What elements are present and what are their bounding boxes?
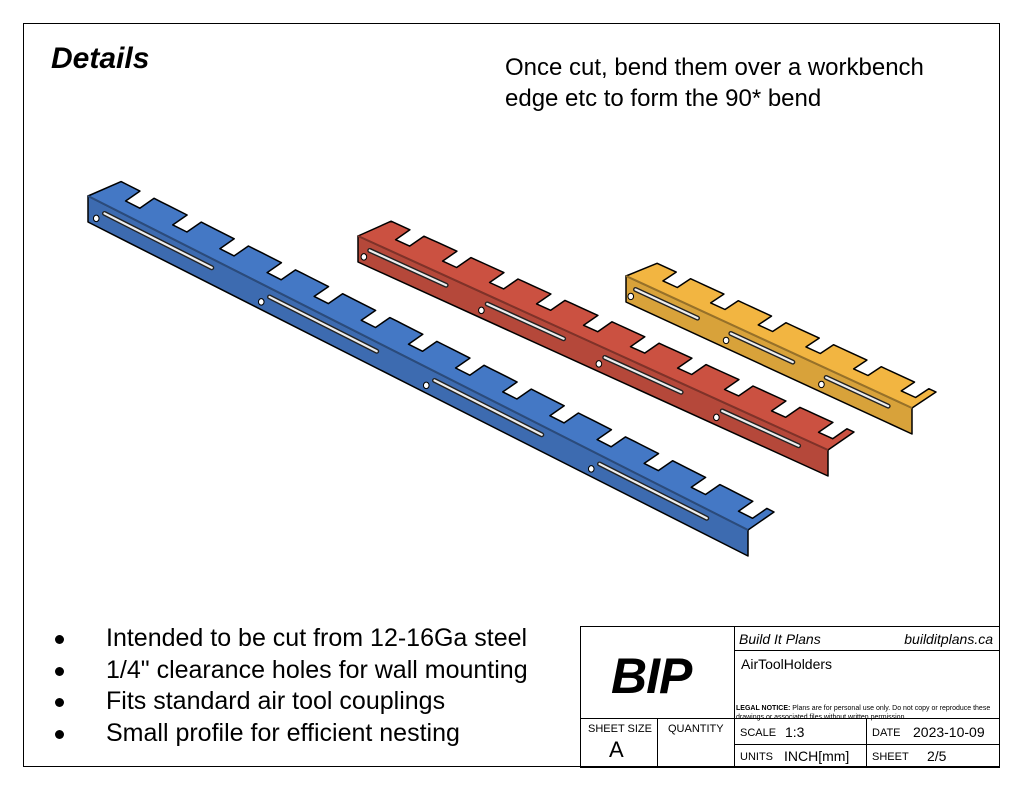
company-name: Build It Plans [739, 631, 821, 647]
red-bracket-slot-highlight [486, 302, 565, 340]
blue-bracket-mounting-hole [257, 298, 265, 306]
red-bracket-slotted-flange [357, 220, 855, 451]
units-label: UNITS [740, 751, 773, 763]
sheet-label: SHEET [872, 751, 909, 763]
bullet-item: Intended to be cut from 12-16Ga steel [55, 622, 527, 654]
blue-bracket-mounting-hole [587, 465, 595, 473]
bullet-dot-icon [55, 697, 64, 707]
yellow-bracket-bend-line [625, 275, 913, 409]
sheet-size-label: SHEET SIZE [588, 723, 652, 735]
blue-bracket-slot-highlight [433, 379, 543, 436]
red-bracket-mounting-hole [360, 253, 368, 261]
bip-logo: BIP [611, 648, 692, 704]
red-bracket-mounting-hole [595, 360, 603, 368]
website: builditplans.ca [904, 631, 993, 647]
yellow-bracket-mounting-hole [627, 292, 635, 301]
blue-bracket-slotted-flange [87, 180, 775, 531]
bullet-item: Small profile for efficient nesting [55, 717, 460, 749]
date-value: 2023-10-09 [913, 724, 985, 740]
yellow-bracket-mounting-hole [818, 380, 825, 389]
bullet-dot-icon [55, 666, 64, 676]
quantity-label: QUANTITY [668, 723, 724, 735]
scale-label: SCALE [740, 727, 777, 739]
red-bracket-bend-line [357, 235, 829, 451]
yellow-bracket [625, 262, 937, 435]
units-value: INCH[mm] [784, 748, 850, 764]
blue-bracket-slot-highlight [103, 212, 213, 269]
red-bracket [357, 220, 855, 477]
yellow-bracket-slot-highlight [634, 288, 699, 320]
blue-bracket-bend-line [87, 195, 749, 531]
yellow-bracket-slot-highlight [825, 376, 890, 408]
blue-bracket [87, 180, 775, 557]
drawing-border [23, 23, 1000, 767]
blue-bracket-slot-highlight [598, 462, 708, 520]
bullet-item: 1/4" clearance holes for wall mounting [55, 654, 528, 686]
bend-note-line-2: edge etc to form the 90* bend [505, 85, 822, 112]
blue-bracket-mounting-hole [92, 214, 100, 223]
yellow-bracket-mounting-hole [722, 336, 730, 345]
yellow-bracket-slot-highlight [729, 332, 794, 364]
bullet-dot-icon [55, 729, 64, 739]
sheet-size-value: A [609, 737, 624, 762]
page-title: Details [51, 42, 150, 75]
part-name: AirToolHolders [741, 656, 833, 672]
red-bracket-slot-highlight [603, 356, 683, 394]
title-block: BIP Build It Plans builditplans.ca AirTo… [580, 626, 1000, 768]
bullet-dot-icon [55, 634, 64, 644]
scale-value: 1:3 [785, 724, 805, 740]
red-bracket-mounting-hole [478, 306, 485, 315]
blue-bracket-slot-highlight [268, 295, 378, 353]
bend-note-line-1: Once cut, bend them over a workbench [505, 54, 924, 81]
date-label: DATE [872, 727, 901, 739]
sheet-value: 2/5 [927, 748, 947, 764]
yellow-bracket-slotted-flange [625, 262, 937, 409]
legal-notice: LEGAL NOTICE: Plans are for personal use… [736, 705, 991, 721]
red-bracket-slot-highlight [368, 249, 448, 287]
bullet-item: Fits standard air tool couplings [55, 685, 445, 717]
red-bracket-mounting-hole [713, 413, 720, 422]
blue-bracket-mounting-hole [422, 381, 430, 390]
red-bracket-slot-highlight [721, 409, 800, 447]
